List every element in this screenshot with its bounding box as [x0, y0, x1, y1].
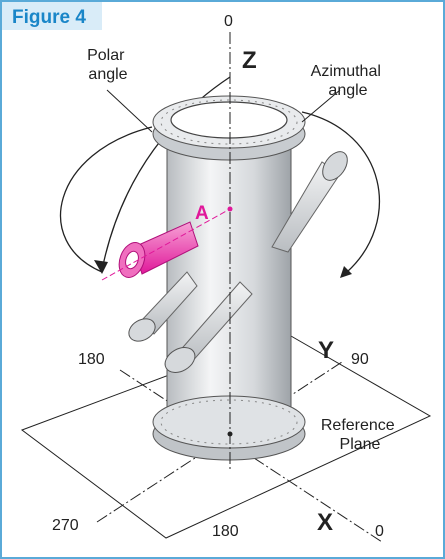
label-top-zero: 0: [224, 13, 233, 30]
label-x-axis: X: [317, 509, 333, 536]
label-y-axis: Y: [318, 337, 334, 364]
bottom-flange-boltcircle: [160, 399, 298, 445]
top-flange-boltcircle: [160, 99, 298, 145]
label-deg-90: 90: [351, 351, 369, 368]
figure-title: Figure 4: [12, 7, 86, 28]
azimuthal-line1: Azimuthal: [311, 63, 381, 80]
label-z-axis: Z: [242, 47, 257, 74]
azimuthal-arrowhead: [340, 266, 352, 278]
azimuthal-line2: angle: [328, 82, 367, 99]
origin-marker: [227, 431, 233, 437]
polar-leader: [106, 89, 153, 133]
point-a-marker: [227, 206, 233, 212]
polar-line2: angle: [88, 66, 127, 83]
port-bottom-flange: [164, 347, 196, 373]
label-azimuthal-angle: Azimuthal angle: [311, 63, 386, 99]
figure-title-tab: [2, 2, 102, 30]
port-left-flange: [128, 318, 156, 342]
label-deg-0-bottom: 0: [375, 523, 384, 540]
refplane-line2: Plane: [340, 436, 381, 453]
top-opening: [170, 101, 288, 139]
polar-line1: Polar: [87, 47, 125, 64]
polar-arc: [101, 76, 231, 271]
label-deg-180-bottom: 180: [212, 523, 239, 540]
label-reference-plane: Reference Plane: [321, 417, 399, 453]
bottom-flange: [152, 395, 306, 449]
azimuthal-ellipse: [59, 111, 380, 273]
label-polar-angle: Polar angle: [87, 47, 129, 83]
highlight-port-opening: [125, 250, 139, 270]
refplane-line1: Reference: [321, 417, 395, 434]
highlight-port-axis: [101, 208, 231, 281]
port-right-flange: [322, 151, 348, 181]
polar-arrowhead: [94, 260, 108, 274]
label-deg-180-left: 180: [78, 351, 105, 368]
label-point-a: A: [195, 203, 209, 224]
label-deg-270: 270: [52, 517, 79, 534]
azimuthal-leader: [301, 89, 341, 123]
